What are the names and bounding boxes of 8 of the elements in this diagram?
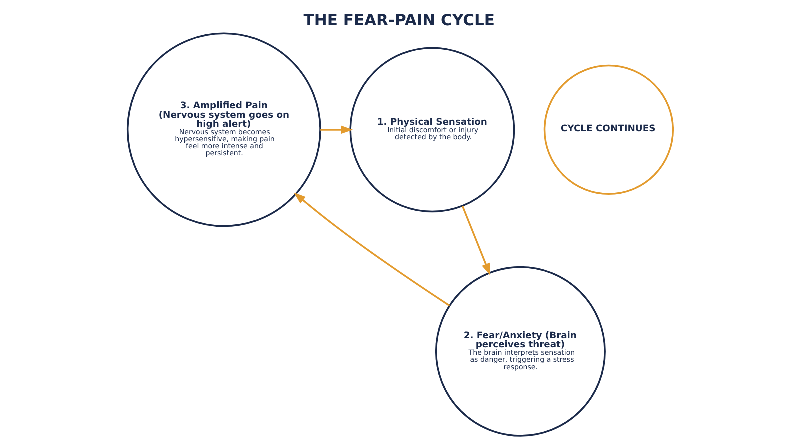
arrow [461, 206, 490, 276]
node-circle: 3. Amplified Pain (Nervous system goes on high alert) Nervous system becomes hypersensitive, making pain feel more intense and persistent. [126, 32, 321, 228]
node-circle: 1. Physical Sensation Initial discomfort or injury detected by the body. [349, 47, 515, 213]
arrow [320, 126, 353, 134]
node-circle: 2. Fear/Anxiety (Brain perceives threat) The brain interprets sensation as danger, triggering a stress response. [434, 266, 606, 437]
arrow [294, 192, 450, 307]
diagram-title: THE FEAR-PAIN CYCLE [303, 12, 494, 30]
node-circle: CYCLE CONTINUES [543, 64, 674, 196]
